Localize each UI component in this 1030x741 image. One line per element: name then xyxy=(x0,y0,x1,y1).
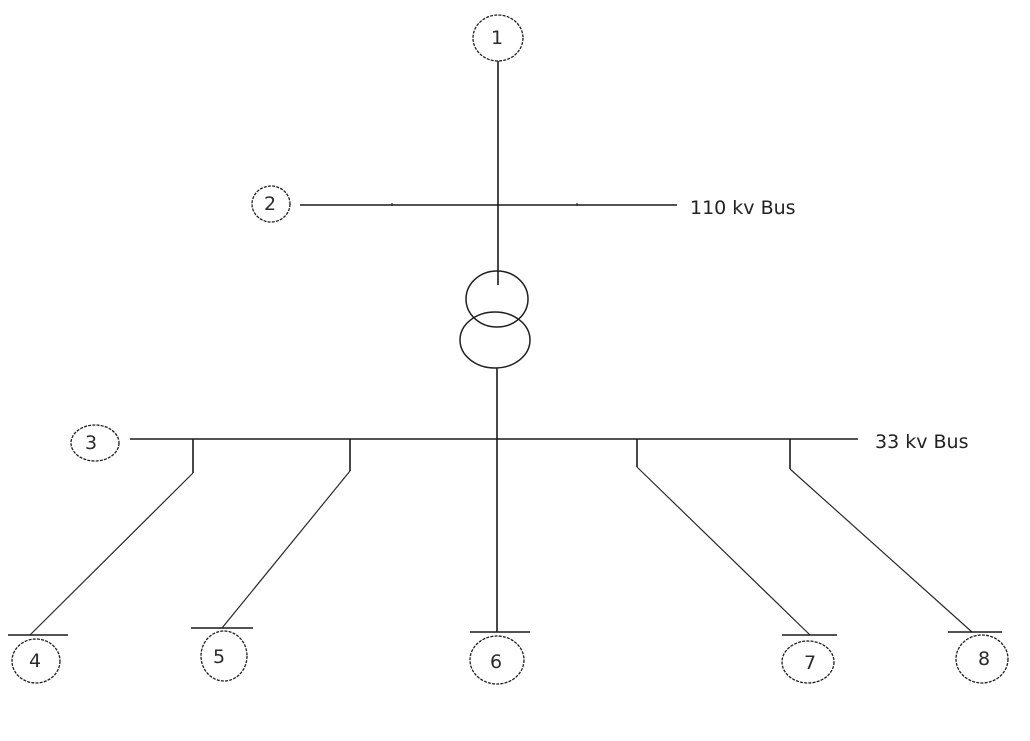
svg-text:3: 3 xyxy=(85,432,97,454)
svg-text:2: 2 xyxy=(264,193,276,215)
feeder-8 xyxy=(789,439,1002,633)
svg-text:7: 7 xyxy=(804,652,816,674)
node-1: 1 xyxy=(472,14,524,62)
node-4: 4 xyxy=(11,638,61,684)
bus-110kv-label: 110 kv Bus xyxy=(690,197,796,219)
svg-text:5: 5 xyxy=(213,646,225,668)
svg-text:8: 8 xyxy=(978,648,990,670)
svg-text:6: 6 xyxy=(490,651,502,673)
feeder-4 xyxy=(8,439,194,636)
node-8: 8 xyxy=(955,634,1009,684)
node-5: 5 xyxy=(200,630,248,682)
node-3: 3 xyxy=(70,424,120,462)
node-6: 6 xyxy=(469,635,525,685)
svg-text:4: 4 xyxy=(29,650,41,672)
feeder-7 xyxy=(636,439,837,636)
bus-110kv xyxy=(300,203,677,206)
node-7: 7 xyxy=(781,640,835,684)
feeder-5 xyxy=(191,439,351,629)
node-2: 2 xyxy=(251,185,291,223)
transformer-icon xyxy=(459,270,531,369)
bus-33kv-label: 33 kv Bus xyxy=(875,431,968,453)
svg-text:1: 1 xyxy=(491,27,503,49)
